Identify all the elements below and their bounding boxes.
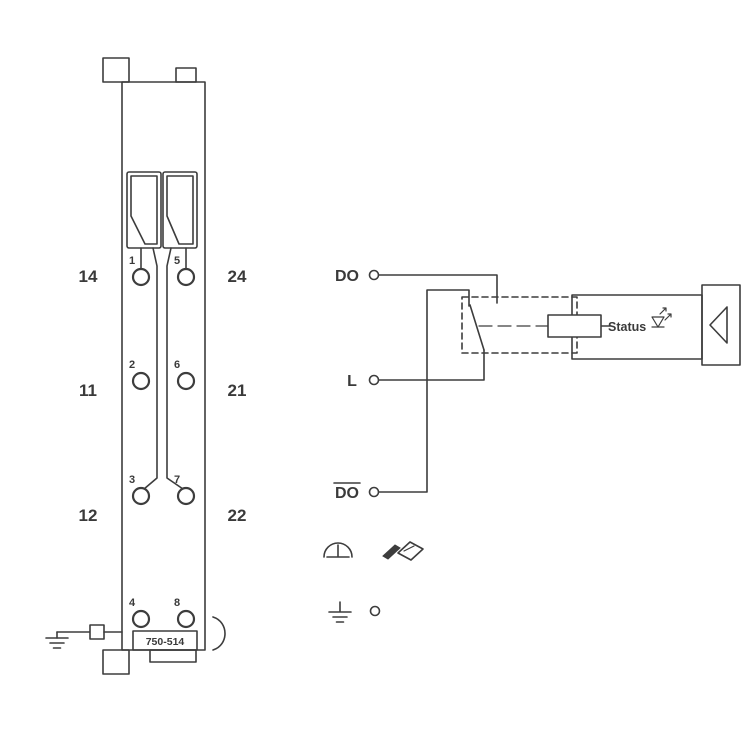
terminal-label-22: 22 xyxy=(228,506,247,525)
rail-ground-symbols xyxy=(323,541,424,623)
pin-number-1: 1 xyxy=(129,255,135,267)
wire-clamp-to-pin3 xyxy=(143,247,158,490)
status-label: Status xyxy=(608,320,646,334)
terminal-label-24: 24 xyxy=(228,267,247,286)
do-terminal-label: DO xyxy=(335,268,359,285)
terminal-label-11: 11 xyxy=(79,381,97,400)
terminal-circle-7 xyxy=(176,486,196,506)
module-pin-numbers: 1 2 3 4 5 6 7 8 xyxy=(129,255,180,609)
clamp-inner-left xyxy=(130,175,158,245)
module-internal-wiring xyxy=(140,247,187,490)
wire-dobar-to-contact xyxy=(377,289,470,493)
status-led-icon xyxy=(651,307,672,328)
terminal-circle-8 xyxy=(176,609,196,629)
wire-clamp-to-pin7 xyxy=(166,247,184,490)
led-arrow-1 xyxy=(659,307,667,315)
shield-earth-tee xyxy=(326,544,350,558)
circuit-terminal-points xyxy=(368,269,380,498)
pin-number-4: 4 xyxy=(129,597,136,609)
pin-number-7: 7 xyxy=(174,474,180,486)
terminal-circle-2 xyxy=(131,371,151,391)
earth-terminal-circle xyxy=(369,605,381,617)
bus-connector-icon xyxy=(701,284,741,366)
clamp-outer-left xyxy=(126,171,162,249)
part-number-text: 750-514 xyxy=(146,636,185,648)
bus-connector-box xyxy=(701,284,741,366)
earth-symbol-bottom xyxy=(328,601,352,623)
earth-terminal-row xyxy=(328,601,381,623)
pin-number-3: 3 xyxy=(129,474,135,486)
terminal-circle-6 xyxy=(176,371,196,391)
clamp-outer-right xyxy=(162,171,198,249)
release-latch-hook xyxy=(212,616,226,651)
pin-number-6: 6 xyxy=(174,359,180,371)
earth-symbol-left xyxy=(45,637,69,649)
din-rail-icon xyxy=(382,541,424,561)
circuit-terminal-labels: DO L DO xyxy=(333,268,361,502)
module-top-right-step xyxy=(175,67,197,83)
dobar-terminal-circle xyxy=(368,486,380,498)
shield-earth-icon xyxy=(323,542,353,558)
terminal-circle-4 xyxy=(131,609,151,629)
led-triangle xyxy=(651,316,665,328)
l-terminal-circle xyxy=(368,374,380,386)
clamp-inner-right xyxy=(166,175,194,245)
shield-arc xyxy=(323,542,353,558)
part-number-box xyxy=(132,630,198,651)
do-terminal-circle xyxy=(368,269,380,281)
terminal-label-21: 21 xyxy=(228,381,247,400)
din-rail-part-1 xyxy=(382,544,401,560)
led-arrow-2 xyxy=(664,313,672,321)
part-number-plate: 750-514 xyxy=(132,630,198,651)
dobar-terminal-label: DO xyxy=(335,485,359,502)
din-rail-detail-line xyxy=(403,545,415,552)
pin-number-8: 8 xyxy=(174,597,180,609)
circuit-wires xyxy=(377,274,498,493)
terminal-label-12: 12 xyxy=(79,506,98,525)
module-bottom-left-tab xyxy=(102,649,130,675)
ground-contact-square xyxy=(89,624,105,640)
cage-clamp-connector-left xyxy=(126,171,162,249)
module-terminal-labels: 14 11 12 24 21 22 xyxy=(79,267,247,525)
pin-number-5: 5 xyxy=(174,255,180,267)
contact-blade xyxy=(469,304,485,351)
wire-l-to-contact xyxy=(377,349,485,381)
pin-number-2: 2 xyxy=(129,359,135,371)
module-terminal-points xyxy=(131,267,196,629)
relay-coil-box xyxy=(547,314,602,338)
module-ground-assembly xyxy=(45,624,123,649)
terminal-circle-3 xyxy=(131,486,151,506)
module-top-left-tab xyxy=(102,57,130,83)
l-terminal-label: L xyxy=(347,373,357,390)
din-rail-part-2 xyxy=(397,541,424,561)
bus-connector-triangle xyxy=(709,306,728,344)
module-bottom-right-step xyxy=(149,649,197,663)
wire-do-to-contact xyxy=(377,274,498,304)
terminal-circle-1 xyxy=(131,267,151,287)
io-module-outline xyxy=(102,57,206,675)
output-stage-block: Status xyxy=(547,294,703,360)
cage-clamp-connector-right xyxy=(162,171,198,249)
terminal-circle-5 xyxy=(176,267,196,287)
terminal-label-14: 14 xyxy=(79,267,98,286)
